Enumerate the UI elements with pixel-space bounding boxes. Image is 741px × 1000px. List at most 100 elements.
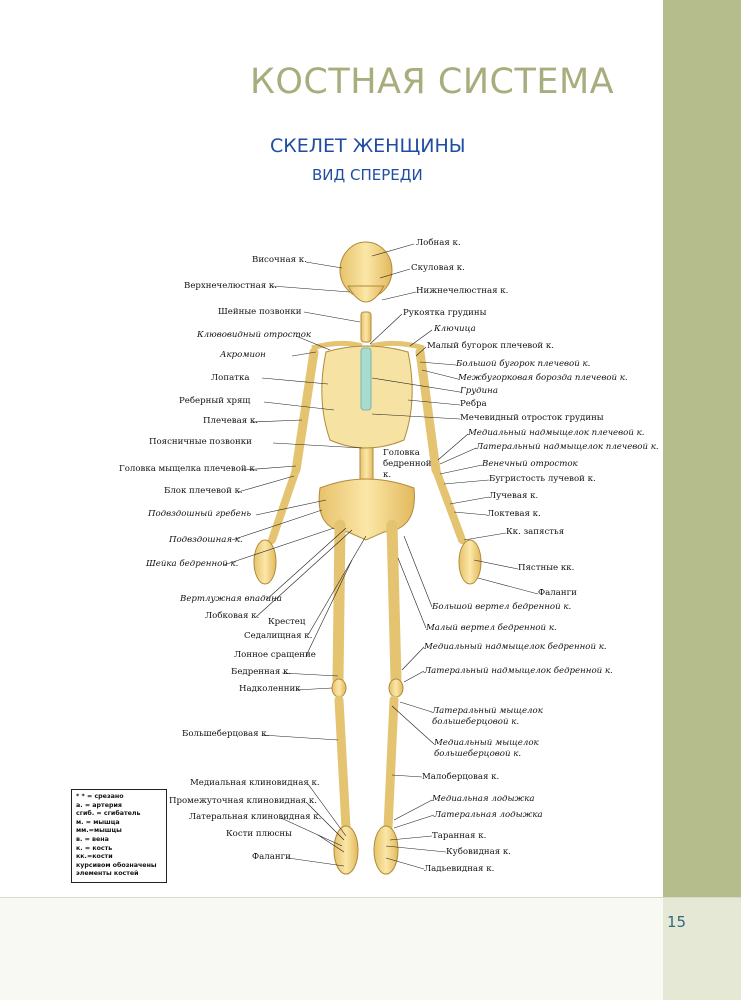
left-clavicle <box>311 340 363 351</box>
label-metatarsals: Кости плюсны <box>226 829 292 839</box>
label-phalanges-foot: Фаланги <box>252 852 291 862</box>
figure-subtitle: ВИД СПЕРЕДИ <box>312 166 423 184</box>
right-forearm <box>432 466 466 544</box>
label-ilium: Подвздошная к. <box>169 535 243 545</box>
chapter-title: КОСТНАЯ СИСТЕМА <box>250 62 615 102</box>
label-cervical-vertebrae: Шейные позвонки <box>218 307 302 317</box>
label-radial-tuberosity: Бугристость лучевой к. <box>489 474 596 484</box>
figure-title: СКЕЛЕТ ЖЕНЩИНЫ <box>270 135 466 157</box>
legend-line: м. = мышца <box>76 818 120 826</box>
label-medial-condyle-tibia-line2: большеберцовой к. <box>434 749 522 759</box>
right-hand <box>458 539 482 585</box>
label-temporal-bone: Височная к. <box>252 255 307 265</box>
label-maxilla: Верхнечелюстная к. <box>184 281 277 291</box>
pelvis <box>318 478 415 541</box>
label-zygomatic-bone: Скуловая к. <box>411 263 465 273</box>
label-medial-epicondyle-femur: Медиальный надмыщелок бедренной к. <box>424 642 607 652</box>
left-humerus <box>291 347 319 475</box>
legend-line: элементы костей <box>76 870 139 878</box>
label-lateral-cuneiform: Латеральная клиновидная к. <box>189 812 322 822</box>
label-intertubercular-groove: Межбугорковая борозда плечевой к. <box>458 373 628 383</box>
label-tibia: Большеберцовая к. <box>182 729 270 739</box>
label-carpals: Кк. запястья <box>506 527 565 537</box>
label-coronoid-process: Венечный отросток <box>482 459 578 469</box>
label-pubic-symphysis: Лонное сращение <box>234 650 316 660</box>
left-forearm <box>268 466 300 544</box>
label-ribs: Ребра <box>460 399 487 409</box>
legend-line: а. = артерия <box>76 801 122 809</box>
right-tibia <box>383 695 399 833</box>
label-medial-malleolus: Медиальная лодыжка <box>432 794 535 804</box>
label-trochlea-humerus: Блок плечевой к. <box>164 486 243 496</box>
label-talus: Таранная к. <box>432 831 487 841</box>
label-femur: Бедренная к. <box>231 667 292 677</box>
legend-line: в. = вена <box>76 835 109 843</box>
label-mandible: Нижнечелюстная к. <box>416 286 509 296</box>
label-femoral-neck: Шейка бедренной к. <box>146 559 239 569</box>
label-iliac-crest: Подвздошный гребень <box>148 509 252 519</box>
label-lateral-condyle-tibia-line1: Латеральный мыщелок <box>432 706 543 716</box>
skeleton-body <box>253 241 482 875</box>
leader-lines <box>223 243 539 870</box>
label-greater-tubercle: Большой бугорок плечевой к. <box>456 359 591 369</box>
legend-line: к. = кость <box>76 844 113 852</box>
label-greater-trochanter: Большой вертел бедренной к. <box>432 602 572 612</box>
label-femoral-head-line2: бедренной <box>383 459 432 469</box>
label-sternum: Грудина <box>460 386 498 396</box>
left-tibia <box>334 695 351 833</box>
label-sacrum: Крестец <box>268 617 306 627</box>
footer-divider <box>0 897 741 898</box>
label-cuboid: Кубовидная к. <box>446 847 512 857</box>
legend-line: кк.=кости <box>76 853 113 861</box>
label-femoral-head-line1: Головка <box>383 448 420 458</box>
left-foot <box>333 825 359 875</box>
legend-line: курсивом обозначены <box>76 861 157 869</box>
sternum <box>360 347 372 411</box>
right-clavicle <box>370 340 425 351</box>
page-number: 15 <box>667 913 687 931</box>
page-number-band <box>663 897 741 1000</box>
label-manubrium: Рукоятка грудины <box>403 308 487 318</box>
label-lateral-condyle-tibia-line2: большеберцовой к. <box>432 717 520 727</box>
label-capitulum-humerus: Головка мыщелка плечевой к. <box>119 464 258 474</box>
label-costal-cartilage: Реберный хрящ <box>179 396 251 406</box>
right-foot <box>373 825 399 875</box>
legend-line: мм.=мышцы <box>76 827 122 835</box>
left-patella <box>331 678 347 698</box>
label-lesser-trochanter: Малый вертел бедренной к. <box>426 623 557 633</box>
label-femoral-head-line3: к. <box>383 470 392 480</box>
label-navicular: Ладьевидная к. <box>424 864 495 874</box>
label-scapula: Лопатка <box>211 373 250 383</box>
left-femur <box>332 519 346 686</box>
mandible <box>347 285 385 303</box>
abbreviations-legend: * * = срезано а. = артерия сгиб. = сгиба… <box>71 789 167 883</box>
label-medial-cuneiform: Медиальная клиновидная к. <box>190 778 320 788</box>
label-phalanges-hand: Фаланги <box>538 588 577 598</box>
cervical-spine <box>360 311 372 343</box>
label-fibula: Малоберцовая к. <box>422 772 500 782</box>
page-sidebar-band <box>663 0 741 1000</box>
label-lumbar-vertebrae: Поясничные позвонки <box>149 437 252 447</box>
label-patella: Надколенник <box>239 684 301 694</box>
label-metacarpals: Пястные кк. <box>518 563 575 573</box>
right-humerus <box>415 347 441 475</box>
label-medial-condyle-tibia-line1: Медиальный мыщелок <box>434 738 539 748</box>
left-hand <box>253 539 277 585</box>
label-acromion: Акромион <box>220 350 266 360</box>
label-lateral-malleolus: Латеральная лодыжка <box>434 810 543 820</box>
label-coracoid-process: Клювовидный отросток <box>197 330 312 340</box>
right-patella <box>388 678 404 698</box>
label-lateral-epicondyle-femur: Латеральный надмыщелок бедренной к. <box>424 666 613 676</box>
label-lesser-tubercle: Малый бугорок плечевой к. <box>427 341 554 351</box>
legend-line: сгиб. = сгибатель <box>76 810 141 818</box>
label-xiphoid-process: Мечевидный отросток грудины <box>460 413 604 423</box>
label-clavicle: Ключица <box>434 324 476 334</box>
label-medial-epicondyle-humerus: Медиальный надмыщелок плечевой к. <box>468 428 645 438</box>
label-ulna: Локтевая к. <box>487 509 541 519</box>
right-femur <box>386 519 402 686</box>
label-intermediate-cuneiform: Промежуточная клиновидная к. <box>169 796 317 806</box>
label-ischium: Седалищная к. <box>244 631 313 641</box>
label-humerus: Плечевая к. <box>203 416 259 426</box>
label-acetabulum: Вертлужная впадина <box>180 594 282 604</box>
